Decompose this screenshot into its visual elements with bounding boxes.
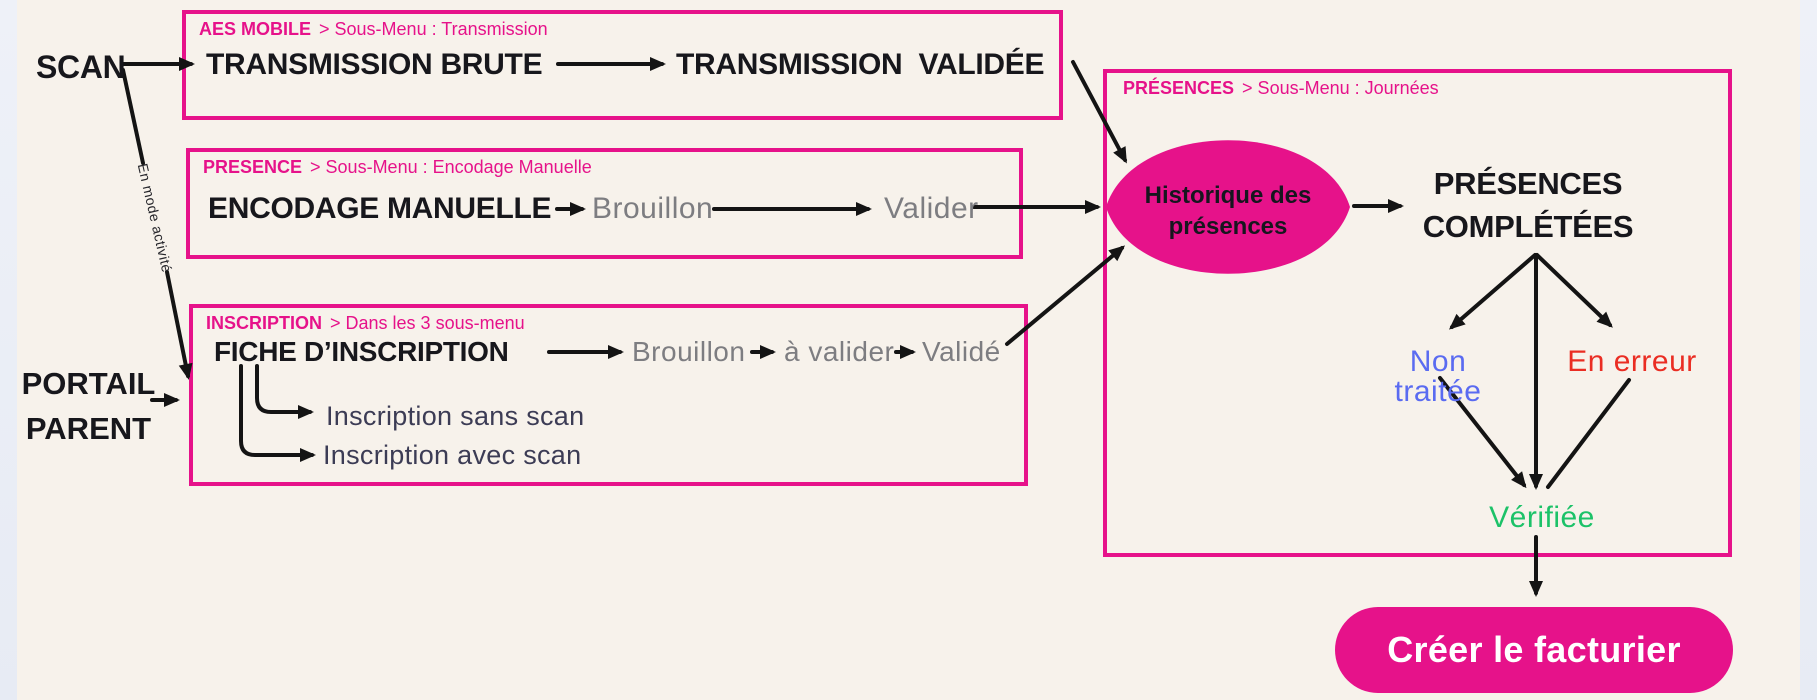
transmission-brute-label: TRANSMISSION BRUTE bbox=[206, 48, 543, 81]
inscription-box-title: INSCRIPTION bbox=[206, 313, 323, 333]
right-margin-strip bbox=[1800, 0, 1817, 700]
presences-completees-label: PRÉSENCES COMPLÉTÉES bbox=[1397, 162, 1659, 248]
create-facturier-button-label: Créer le facturier bbox=[1387, 629, 1681, 670]
inscription-avec-scan-label: Inscription avec scan bbox=[323, 440, 582, 470]
completees-line1: PRÉSENCES bbox=[1433, 166, 1623, 201]
left-margin-strip bbox=[0, 0, 17, 700]
completees-line2: COMPLÉTÉES bbox=[1422, 209, 1634, 244]
presences-box-subtitle: > Sous-Menu : Journées bbox=[1242, 78, 1439, 98]
presences-box-header: PRÉSENCES > Sous-Menu : Journées bbox=[1123, 78, 1439, 100]
status-verifiee: Vérifiée bbox=[1489, 501, 1595, 534]
historique-line2: présences bbox=[1168, 213, 1288, 240]
status-non-traitee: Non traitée bbox=[1394, 345, 1482, 408]
brouillon-presence-label: Brouillon bbox=[592, 192, 714, 225]
a-valider-label: à valider bbox=[784, 336, 895, 367]
fiche-inscription-label: FICHE D’INSCRIPTION bbox=[214, 336, 509, 367]
brouillon-inscription-label: Brouillon bbox=[632, 336, 746, 367]
historique-blob-label: Historique des présences bbox=[1128, 180, 1328, 242]
presence-box-title: PRESENCE bbox=[203, 157, 303, 177]
aes-mobile-box-subtitle: > Sous-Menu : Transmission bbox=[319, 19, 548, 39]
historique-line1: Historique des bbox=[1144, 182, 1312, 209]
inscription-box-subtitle: > Dans les 3 sous-menu bbox=[330, 313, 525, 333]
status-en-erreur: En erreur bbox=[1567, 345, 1697, 378]
inscription-box: INSCRIPTION > Dans les 3 sous-menu bbox=[189, 304, 1028, 486]
valide-label: Validé bbox=[922, 336, 1001, 367]
create-facturier-button[interactable]: Créer le facturier bbox=[1335, 607, 1733, 693]
aes-mobile-box-title: AES MOBILE bbox=[199, 19, 312, 39]
mode-activite-note: En mode activité bbox=[134, 161, 176, 275]
inscription-sans-scan-label: Inscription sans scan bbox=[326, 401, 585, 431]
presence-box-header: PRESENCE > Sous-Menu : Encodage Manuelle bbox=[203, 157, 592, 179]
transmission-validee-label: TRANSMISSION VALIDÉE bbox=[676, 48, 1045, 81]
portail-parent-label: PORTAIL PARENT bbox=[16, 361, 161, 451]
inscription-box-header: INSCRIPTION > Dans les 3 sous-menu bbox=[206, 313, 525, 335]
valider-label: Valider bbox=[884, 192, 979, 225]
encodage-manuelle-label: ENCODAGE MANUELLE bbox=[208, 192, 552, 225]
aes-mobile-box-header: AES MOBILE > Sous-Menu : Transmission bbox=[199, 19, 548, 41]
presence-box-subtitle: > Sous-Menu : Encodage Manuelle bbox=[310, 157, 592, 177]
presence-box: PRESENCE > Sous-Menu : Encodage Manuelle bbox=[186, 148, 1023, 259]
presences-box-title: PRÉSENCES bbox=[1123, 78, 1235, 98]
scan-label: SCAN bbox=[36, 49, 126, 85]
portail-line2: PARENT bbox=[25, 411, 152, 446]
portail-line1: PORTAIL bbox=[21, 366, 156, 401]
